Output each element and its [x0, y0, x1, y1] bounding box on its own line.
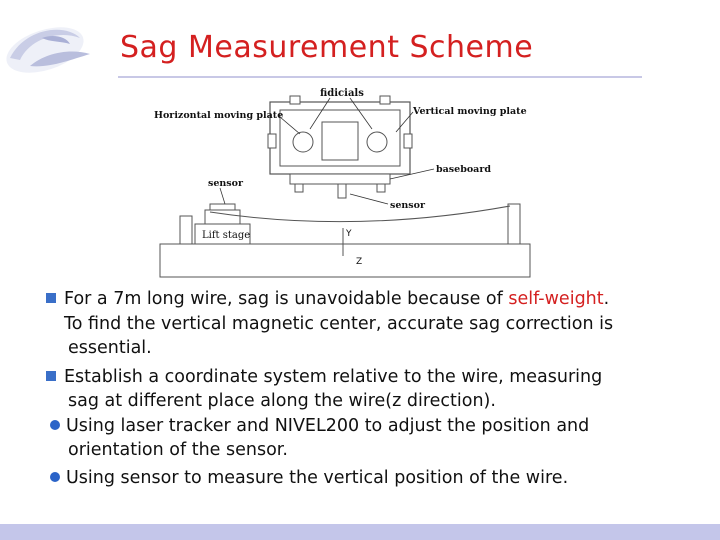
- bullet-1-line-1: For a 7m long wire, sag is unavoidable b…: [46, 287, 712, 312]
- horizontal-plate-label: Horizontal moving plate: [154, 110, 283, 121]
- bullet-1-line-2: To find the vertical magnetic center, ac…: [64, 313, 614, 334]
- sub-bullet-2-line-1: Using sensor to measure the vertical pos…: [50, 466, 712, 491]
- axis-y-label: Y: [345, 229, 352, 239]
- bullet-dot-icon: [50, 471, 60, 482]
- baseboard-label: baseboard: [436, 164, 491, 175]
- center-block: [321, 121, 359, 161]
- wire-sensor: [337, 183, 347, 199]
- left-post: [179, 215, 193, 245]
- bullet-list: For a 7m long wire, sag is unavoidable b…: [46, 287, 712, 491]
- sub-bullet-1-line-1: Using laser tracker and NIVEL200 to adju…: [50, 414, 712, 439]
- lift-stage-label: Lift stage: [202, 230, 250, 241]
- title-divider: [118, 76, 642, 78]
- slide-title: Sag Measurement Scheme: [120, 30, 534, 65]
- institute-logo: [6, 27, 90, 73]
- sensor-right-label: sensor: [390, 200, 426, 211]
- footer-band: [0, 524, 720, 540]
- right-fiducial-circle: [366, 131, 388, 153]
- right-post: [507, 203, 521, 245]
- sensor-left-label: sensor: [208, 178, 244, 189]
- bullet-square-icon: [46, 370, 56, 381]
- sub-bullet-1-line-2: orientation of the sensor.: [68, 440, 288, 460]
- self-weight-highlight: self-weight: [508, 289, 604, 309]
- base-platform: [159, 243, 531, 278]
- fidicials-label: fidicials: [320, 88, 364, 99]
- wire: [209, 205, 511, 223]
- baseboard: [289, 173, 391, 185]
- bullet-1-line-3: essential.: [68, 338, 152, 358]
- bullet-dot-icon: [50, 419, 60, 430]
- bullet-square-icon: [46, 293, 56, 303]
- left-fiducial-circle: [292, 131, 314, 153]
- sag-measurement-diagram: Lift stage Y Z fidicials Horizontal movi…: [154, 88, 531, 278]
- bullet-2-line-2: sag at different place along the wire(z …: [68, 391, 496, 411]
- axis-z-label: Z: [356, 257, 362, 267]
- vertical-plate-label: Vertical moving plate: [412, 106, 527, 117]
- bullet-2-line-1: Establish a coordinate system relative t…: [46, 365, 712, 390]
